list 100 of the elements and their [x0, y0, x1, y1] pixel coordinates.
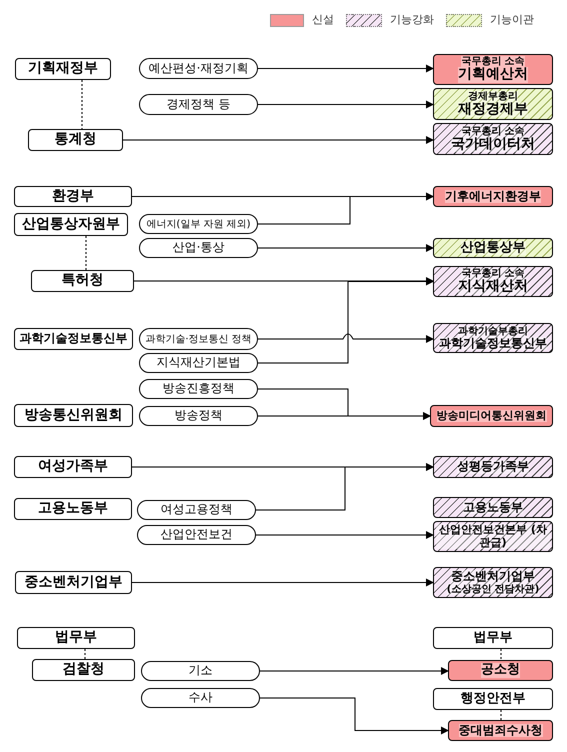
node-label: 성평등가족부 [457, 460, 529, 474]
node-label: 행정안전부 [460, 692, 526, 706]
node-label: 경제정책 등 [166, 98, 230, 112]
node-label: 환경부 [52, 188, 94, 204]
arrow [258, 244, 434, 252]
agency-affiliation: 국무총리 소속 [461, 268, 525, 280]
node-label: 산업안전보건 [160, 528, 232, 542]
ministry-box [14, 213, 128, 236]
node-label: 기후에너지환경부 [445, 190, 541, 204]
new-agency-box [430, 405, 553, 427]
node-label: 예산편성·재정기획 [148, 62, 248, 76]
strengthened-agency-box [433, 123, 553, 155]
new-agency-box [448, 660, 553, 681]
arrow [260, 667, 449, 675]
node-label: 중소벤처기업부 [24, 574, 122, 590]
legend-label: 기능강화 [390, 12, 434, 28]
arrow [258, 192, 434, 224]
ministry-box [14, 328, 133, 350]
ministry-box [31, 270, 134, 292]
node-label: 중소벤처기업부 [451, 570, 535, 584]
legend-label: 기능이관 [490, 12, 534, 28]
function-pill [139, 328, 258, 350]
node-label: 통계청 [54, 132, 96, 148]
arrow [122, 136, 434, 144]
function-pill [139, 214, 258, 234]
arrow [260, 698, 449, 734]
ministry-box [14, 456, 132, 478]
arrow [256, 531, 434, 539]
node-label: 공소청 [481, 663, 520, 678]
node-label: 방송정책 [174, 409, 222, 423]
agency-affiliation: 국무총리 소속 [461, 126, 525, 137]
node-label: 산업안전보건본부 (차관급) [436, 524, 550, 549]
node-label: 과학기술정보통신부 [20, 332, 128, 346]
function-pill [139, 353, 258, 373]
node-label: 방송통신위원회 [24, 408, 122, 424]
ministry-box [15, 58, 111, 80]
ministry-box [14, 404, 133, 427]
strengthened-agency-box [433, 323, 553, 353]
node-label: 에너지(일부 자원 제외) [146, 218, 251, 230]
node-label: 기소 [188, 664, 212, 678]
arrow [258, 412, 431, 420]
node-label: 수사 [188, 691, 212, 705]
function-pill [139, 379, 258, 399]
transferred-agency-box [433, 88, 553, 120]
node-label: 특허청 [62, 273, 104, 289]
node-label: 법무부 [474, 630, 512, 646]
arrow [258, 100, 434, 108]
agency-affiliation: 국무총리 소속 [461, 56, 525, 68]
node-label: 재정경제부 [458, 102, 528, 118]
node-label: 지식재산기본법 [156, 356, 240, 370]
function-pill [141, 688, 260, 708]
arrow [132, 578, 434, 586]
ministry-box [433, 627, 553, 649]
agency-affiliation: 경제부총리 [468, 90, 518, 102]
function-pill [139, 238, 258, 258]
agency-affiliation: 과학기술부총리 [458, 326, 528, 337]
strengthened-agency-box [433, 497, 553, 518]
node-label: 산업통상자원부 [22, 216, 120, 232]
ministry-box [28, 129, 123, 151]
agency-note: (소상공인 전담차관) [446, 584, 540, 595]
node-label: 검찰청 [62, 662, 104, 678]
node-label: 산업·통상 [172, 241, 224, 255]
node-label: 기획재정부 [28, 61, 98, 77]
strengthened-agency-box [433, 456, 553, 478]
dotted-connector [500, 710, 502, 720]
ministry-box [15, 571, 132, 594]
function-pill [137, 525, 256, 545]
ministry-box [14, 186, 132, 207]
transferred-agency-box [433, 238, 553, 258]
new-agency-box [433, 186, 553, 207]
new-agency-box [448, 720, 553, 741]
node-label: 지식재산처 [458, 279, 528, 295]
node-label: 중대범죄수사청 [458, 724, 542, 738]
node-label: 여성가족부 [38, 459, 108, 475]
function-pill [139, 58, 258, 79]
node-label: 기획예산처 [458, 67, 528, 83]
node-label: 과학기술·정보통신 정책 [145, 334, 252, 344]
node-label: 방송진흥정책 [162, 382, 234, 396]
ministry-box [32, 659, 135, 681]
node-label: 방송미디어통신위원회 [436, 410, 546, 422]
arrow [258, 334, 434, 343]
node-label: 산업통상부 [460, 240, 526, 256]
ministry-box [433, 688, 553, 710]
node-label: 국가데이터처 [451, 136, 535, 152]
strengthened-agency-box [433, 266, 553, 297]
node-label: 법무부 [55, 630, 97, 646]
strengthened-agency-box [433, 567, 553, 598]
legend-label: 신설 [312, 12, 334, 28]
function-pill [139, 406, 258, 426]
new-agency-box [433, 54, 553, 85]
node-label: 고용노동부 [463, 500, 523, 514]
function-pill [139, 94, 258, 115]
arrow [258, 64, 434, 72]
ministry-box [14, 498, 132, 520]
function-pill [137, 500, 256, 520]
node-label: 고용노동부 [38, 501, 108, 517]
arrow [256, 463, 434, 510]
function-pill [141, 661, 260, 681]
ministry-box [17, 627, 135, 649]
dotted-connector [500, 648, 502, 660]
